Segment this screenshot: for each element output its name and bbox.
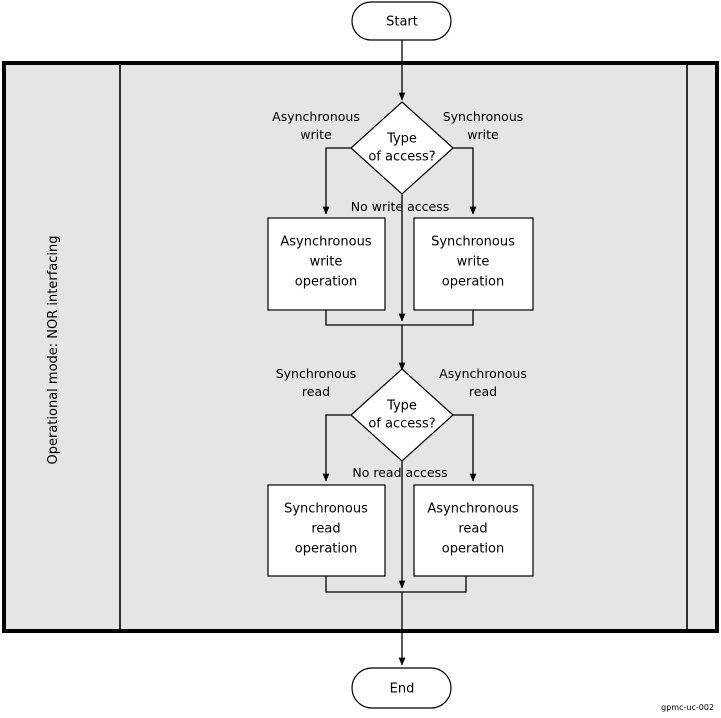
end-label: End xyxy=(390,682,415,697)
sync-write-operation-line2: write xyxy=(457,255,490,270)
edge-label-sync-read: Synchronous read xyxy=(276,366,357,399)
node-async-read-operation[interactable]: Asynchronous read operation xyxy=(413,484,534,577)
async-write-operation-shape[interactable] xyxy=(267,217,386,311)
edge-label-no-read-access: No read access xyxy=(352,465,447,480)
sync-read-operation-line3: operation xyxy=(295,542,357,557)
start-shape[interactable] xyxy=(351,1,452,41)
node-end[interactable]: End xyxy=(351,667,452,709)
edge-label-sync-write-line1: Synchronous xyxy=(443,109,524,124)
edge-sync-write-branch xyxy=(453,147,477,215)
connectors xyxy=(322,40,477,666)
decision-write-label-line2: of access? xyxy=(368,150,435,165)
node-start[interactable]: Start xyxy=(351,1,452,41)
decision-read-label-line2: of access? xyxy=(368,417,435,432)
edge-label-no-write-access: No write access xyxy=(351,199,450,214)
decision-read-label-line1: Type xyxy=(386,399,417,414)
node-sync-write-operation[interactable]: Synchronous write operation xyxy=(413,217,534,311)
sync-read-operation-shape[interactable] xyxy=(267,484,386,577)
sync-write-operation-line3: operation xyxy=(442,275,504,290)
decision-write-shape[interactable] xyxy=(350,101,454,195)
sidebar-label: Operational mode: NOR interfacing xyxy=(46,236,61,465)
edge-sync-read-branch xyxy=(322,414,351,482)
decision-read-shape[interactable] xyxy=(350,368,454,462)
async-read-operation-line3: operation xyxy=(442,542,504,557)
frame-outline xyxy=(2,61,719,633)
start-label: Start xyxy=(386,15,418,30)
edge-label-async-write: Asynchronous write xyxy=(272,109,360,142)
sync-read-operation-line1: Synchronous xyxy=(284,502,368,517)
edge-label-async-write-line1: Asynchronous xyxy=(272,109,360,124)
edge-label-sync-write-line2: write xyxy=(467,127,499,142)
node-decision-read[interactable]: Type of access? xyxy=(350,368,454,462)
decision-write-label-line1: Type xyxy=(386,132,417,147)
edge-label-async-write-line2: write xyxy=(300,127,332,142)
edge-async-read-branch xyxy=(453,414,477,482)
async-write-operation-line1: Asynchronous xyxy=(280,235,371,250)
edge-label-sync-read-line1: Synchronous xyxy=(276,366,357,381)
edge-label-async-read-line1: Asynchronous xyxy=(439,366,527,381)
edge-read-merge-bus xyxy=(325,576,467,593)
sync-read-operation-line2: read xyxy=(311,522,340,537)
node-async-write-operation[interactable]: Asynchronous write operation xyxy=(267,217,386,311)
async-read-operation-shape[interactable] xyxy=(413,484,534,577)
edge-label-async-read-line2: read xyxy=(469,384,497,399)
edge-async-write-branch xyxy=(322,147,351,215)
async-write-operation-line3: operation xyxy=(295,275,357,290)
sync-write-operation-line1: Synchronous xyxy=(431,235,515,250)
edge-label-sync-read-line2: read xyxy=(302,384,330,399)
async-write-operation-line2: write xyxy=(310,255,343,270)
sync-write-operation-shape[interactable] xyxy=(413,217,534,311)
edge-label-async-read: Asynchronous read xyxy=(439,366,527,399)
node-decision-write[interactable]: Type of access? xyxy=(350,101,454,195)
end-shape[interactable] xyxy=(351,667,452,709)
watermark-label: gpmc-uc-002 xyxy=(661,703,714,712)
async-read-operation-line1: Asynchronous xyxy=(427,502,518,517)
edge-write-merge-bus xyxy=(325,310,474,326)
node-sync-read-operation[interactable]: Synchronous read operation xyxy=(267,484,386,577)
edge-label-sync-write: Synchronous write xyxy=(443,109,524,142)
async-read-operation-line2: read xyxy=(458,522,487,537)
